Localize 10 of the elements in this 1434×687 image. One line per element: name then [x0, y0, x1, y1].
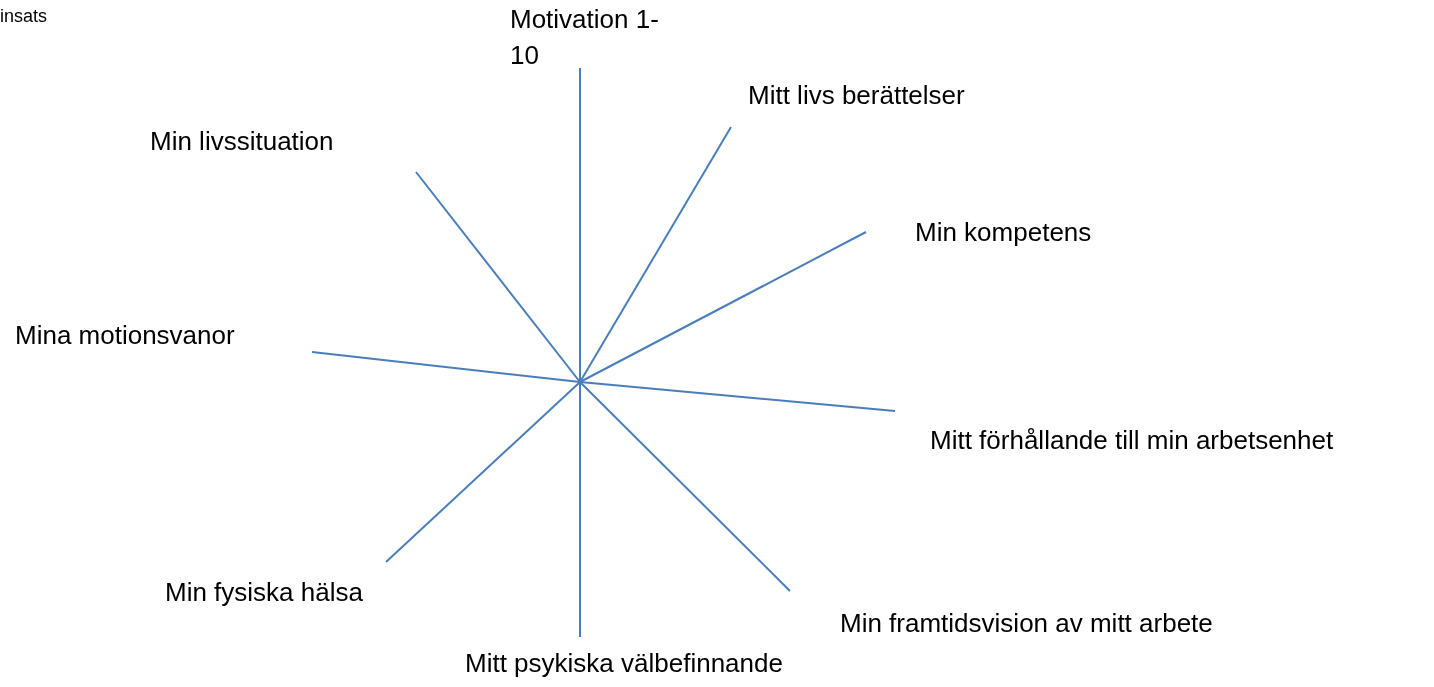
axis-label: Mitt livs berättelser — [748, 79, 965, 112]
axis-label: Mitt psykiska välbefinnande — [465, 647, 783, 680]
axis-label: Min livssituation — [150, 125, 334, 158]
axis-label: insats — [0, 5, 48, 28]
axis-label: Min fysiska hälsa — [165, 576, 363, 609]
axis-label: Motivation 1-10 — [510, 3, 660, 72]
axis-label: Min framtidsvision av mitt arbete — [840, 607, 1213, 640]
axis-label: Min kompetens — [915, 216, 1092, 249]
axis-label: Mina motionsvanor — [15, 319, 235, 352]
axis-label: Mitt förhållande till min arbetsenhet — [930, 424, 1334, 457]
